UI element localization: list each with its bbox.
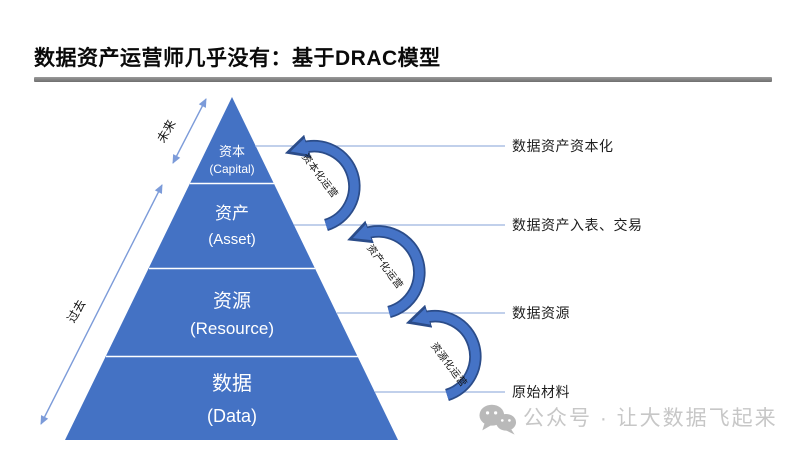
wechat-icon (479, 404, 517, 435)
resourcization-arc-arrow (405, 304, 482, 401)
pyramid-level-asset: 资产 (Asset) (112, 202, 352, 250)
annotation-asset-entry: 数据资产入表、交易 (512, 217, 643, 233)
level-label-zh: 数据 (212, 373, 252, 395)
page-title: 数据资产运营师几乎没有：基于DRAC模型 (34, 47, 441, 70)
annotation-capitalization: 数据资产资本化 (512, 138, 614, 154)
capitalization-arc-arrow (284, 134, 361, 231)
level-label-en: (Resource) (189, 319, 275, 338)
title-underline (34, 77, 772, 82)
level-label-zh: 资本 (218, 144, 245, 159)
level-label-en: (Asset) (208, 231, 256, 248)
level-label-en: (Data) (206, 406, 257, 426)
future-axis-arrow (172, 98, 207, 164)
level-label-en: (Capital) (209, 162, 255, 176)
assetization-arc-arrow (347, 220, 426, 319)
level-label-zh: 资产 (215, 204, 249, 223)
watermark: 公众号 · 让大数据飞起来 (479, 402, 778, 436)
level-label-zh: 资源 (212, 291, 251, 312)
annotation-raw-material: 原始材料 (512, 384, 570, 400)
annotation-data-resource: 数据资源 (512, 305, 570, 321)
pyramid-level-resource: 资源 (Resource) (112, 289, 352, 340)
pyramid-level-data: 数据 (Data) (112, 371, 352, 428)
pyramid-level-capital: 资本 (Capital) (112, 143, 352, 178)
past-axis-arrow (40, 184, 163, 425)
watermark-text: 公众号 · 让大数据飞起来 (523, 407, 778, 430)
